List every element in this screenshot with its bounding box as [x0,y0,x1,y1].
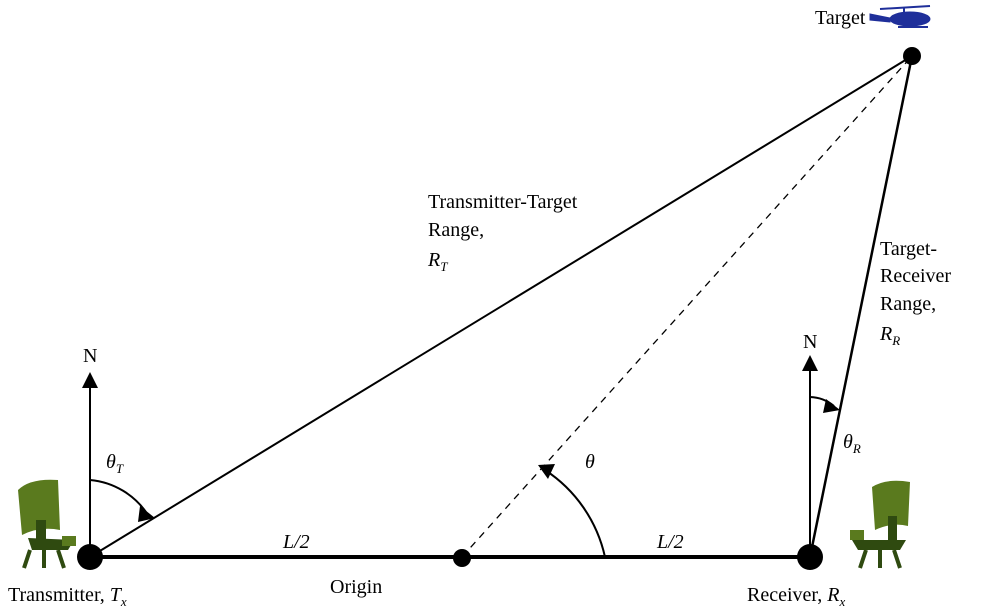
helicopter-icon [869,5,931,28]
transmitter-node [77,544,103,570]
tt-range-line2: Range, [428,219,484,241]
north-arrow-left-icon [82,372,98,388]
tt-range-line1: Transmitter-Target [428,191,578,213]
theta-t-arrow-icon [138,506,155,522]
origin-label: Origin [330,576,382,598]
tt-range-symbol: RT [427,249,448,274]
theta-t-arc [89,479,149,516]
receiver-target-line [808,55,914,558]
receiver-radar-dish-icon [850,480,910,569]
tr-range-symbol: RR [879,323,900,348]
half-baseline-left-label: L/2 [282,531,310,553]
theta-label: θ [585,451,595,473]
receiver-node [797,544,823,570]
target-node [903,47,921,65]
transmitter-radar-dish-icon [18,479,76,569]
tr-range-line1: Target- [880,238,937,260]
north-label-right: N [803,331,817,353]
theta-arc [544,469,606,558]
tr-range-line3: Range, [880,293,936,315]
theta-r-label: θR [843,431,861,456]
half-baseline-right-label: L/2 [656,531,684,553]
origin-node [453,549,471,567]
receiver-label: Receiver, Rx [747,584,845,609]
theta-r-arrow-icon [823,399,840,413]
theta-t-label: θT [106,451,124,476]
theta-arrow-icon [538,464,555,479]
transmitter-label: Transmitter, Tx [8,584,127,609]
transmitter-target-line [89,55,913,558]
north-label-left: N [83,345,97,367]
origin-target-dashed-line [461,55,913,558]
target-label: Target [815,7,866,29]
north-arrow-right-icon [802,355,818,371]
tr-range-line2: Receiver [880,265,951,287]
